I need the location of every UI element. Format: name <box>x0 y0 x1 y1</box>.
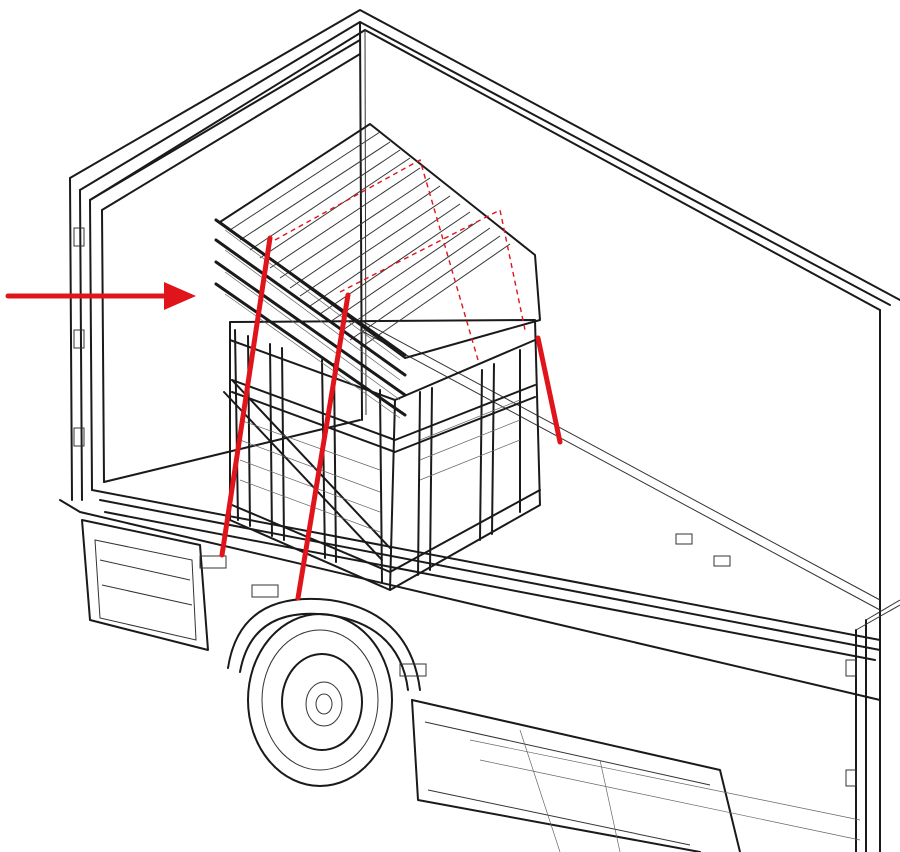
red-arrow-right-icon <box>5 282 196 310</box>
panel-stack <box>214 123 541 419</box>
wooden-crate <box>223 319 541 591</box>
lashing-straps <box>219 235 563 601</box>
dashed-straps <box>274 158 526 361</box>
truck-box-body <box>69 9 900 852</box>
truck-chassis <box>59 499 881 852</box>
